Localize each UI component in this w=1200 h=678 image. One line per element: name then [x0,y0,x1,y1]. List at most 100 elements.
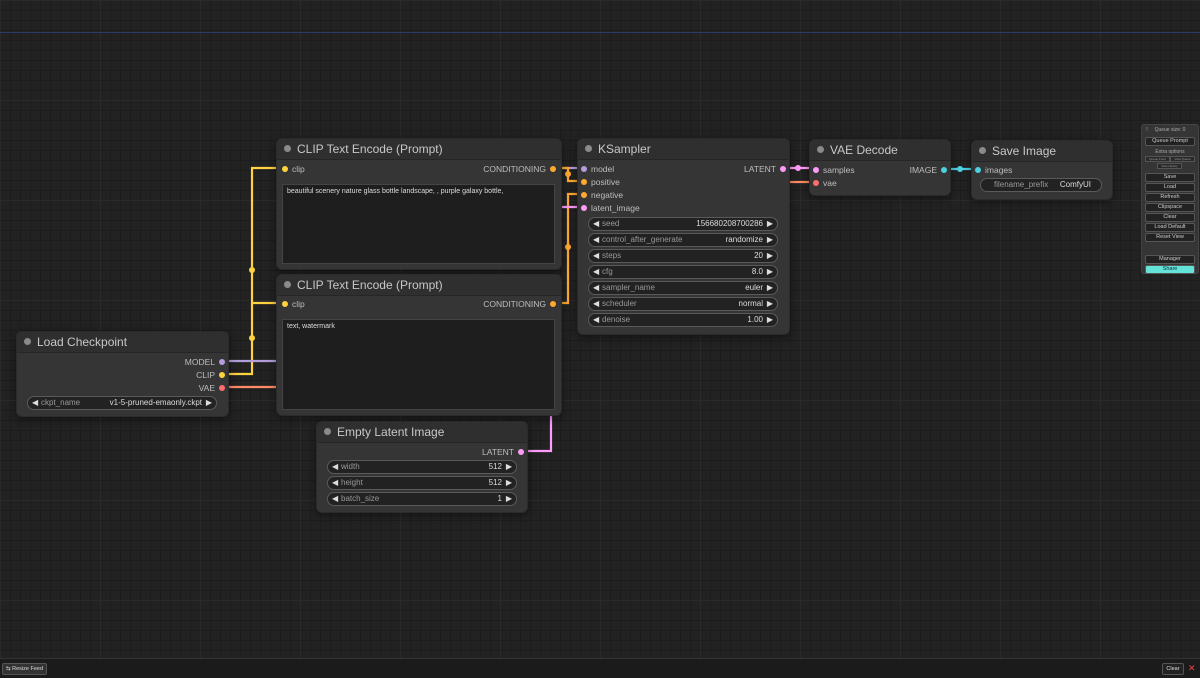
output-slot-vae[interactable]: VAE [199,382,225,394]
clear-feed-button[interactable]: Clear [1162,663,1184,675]
decrement-arrow-icon[interactable]: ◀ [32,398,39,407]
node-title[interactable]: Empty Latent Image [317,422,527,443]
decrement-arrow-icon[interactable]: ◀ [593,235,600,244]
extra-options-checkbox[interactable]: Extra options [1155,149,1185,155]
save-button[interactable]: Save [1145,173,1195,182]
clear-button[interactable]: Clear [1145,213,1195,222]
slot-dot-icon[interactable] [550,166,556,172]
output-slot-clip[interactable]: CLIP [196,369,225,381]
node-title[interactable]: CLIP Text Encode (Prompt) [277,139,561,160]
refresh-button[interactable]: Refresh [1145,193,1195,202]
input-slot-clip[interactable]: clip [282,163,305,175]
vae-decode-node[interactable]: VAE Decode samples vae IMAGE [809,139,951,196]
increment-arrow-icon[interactable]: ▶ [766,235,773,244]
collapse-dot-icon[interactable] [284,281,291,288]
slot-dot-icon[interactable] [219,385,225,391]
increment-arrow-icon[interactable]: ▶ [766,315,773,324]
slot-dot-icon[interactable] [219,359,225,365]
output-slot-model[interactable]: MODEL [185,356,225,368]
slot-dot-icon[interactable] [581,166,587,172]
output-slot-image[interactable]: IMAGE [910,164,947,176]
decrement-arrow-icon[interactable]: ◀ [332,462,339,471]
queue-menu[interactable]: ⠿ Queue size: 0 Queue Prompt Extra optio… [1141,124,1199,274]
node-title[interactable]: Load Checkpoint [17,332,228,353]
prompt-textarea[interactable]: beautiful scenery nature glass bottle la… [282,184,555,264]
increment-arrow-icon[interactable]: ▶ [766,267,773,276]
view-history-button[interactable]: View History [1157,163,1182,169]
slot-dot-icon[interactable] [581,179,587,185]
input-slot-vae[interactable]: vae [813,177,837,189]
input-slot-model[interactable]: model [581,163,614,175]
load-button[interactable]: Load [1145,183,1195,192]
slot-dot-icon[interactable] [282,166,288,172]
resize-feed-button[interactable]: ⇆ Resize Feed [2,663,48,675]
increment-arrow-icon[interactable]: ▶ [505,462,512,471]
decrement-arrow-icon[interactable]: ◀ [593,315,600,324]
decrement-arrow-icon[interactable]: ◀ [593,283,600,292]
output-slot-latent[interactable]: LATENT [482,446,524,458]
increment-arrow-icon[interactable]: ▶ [505,494,512,503]
queue-prompt-button[interactable]: Queue Prompt [1145,137,1195,146]
prompt-textarea[interactable]: text, watermark [282,319,555,410]
view-queue-button[interactable]: View Queue [1170,156,1195,162]
increment-arrow-icon[interactable]: ▶ [505,478,512,487]
ksampler-node[interactable]: KSampler model positive negative latent_… [577,138,790,335]
increment-arrow-icon[interactable]: ▶ [205,398,212,407]
output-slot-conditioning[interactable]: CONDITIONING [483,163,556,175]
slot-dot-icon[interactable] [550,301,556,307]
decrement-arrow-icon[interactable]: ◀ [332,478,339,487]
queue-front-button[interactable]: Queue Front [1145,156,1170,162]
input-slot-samples[interactable]: samples [813,164,855,176]
input-slot-positive[interactable]: positive [581,176,620,188]
collapse-dot-icon[interactable] [324,428,331,435]
node-title[interactable]: CLIP Text Encode (Prompt) [277,275,561,296]
increment-arrow-icon[interactable]: ▶ [766,283,773,292]
collapse-dot-icon[interactable] [585,145,592,152]
collapse-dot-icon[interactable] [284,145,291,152]
clipspace-button[interactable]: Clipspace [1145,203,1195,212]
input-slot-clip[interactable]: clip [282,298,305,310]
node-title[interactable]: KSampler [578,139,789,160]
input-slot-images[interactable]: images [975,164,1012,176]
slot-dot-icon[interactable] [581,205,587,211]
collapse-dot-icon[interactable] [24,338,31,345]
clip-text-encode-node-negative[interactable]: CLIP Text Encode (Prompt) clip CONDITION… [276,274,562,416]
reset-view-button[interactable]: Reset View [1145,233,1195,242]
clip-text-encode-node-positive[interactable]: CLIP Text Encode (Prompt) clip CONDITION… [276,138,562,270]
slot-dot-icon[interactable] [581,192,587,198]
increment-arrow-icon[interactable]: ▶ [766,299,773,308]
manager-button[interactable]: Manager [1145,255,1195,264]
collapse-dot-icon[interactable] [979,147,986,154]
input-slot-latent-image[interactable]: latent_image [581,202,640,214]
output-slot-conditioning[interactable]: CONDITIONING [483,298,556,310]
slot-dot-icon[interactable] [518,449,524,455]
slot-dot-icon[interactable] [941,167,947,173]
close-icon[interactable]: ✕ [1188,663,1196,673]
decrement-arrow-icon[interactable]: ◀ [593,299,600,308]
decrement-arrow-icon[interactable]: ◀ [593,219,600,228]
slot-dot-icon[interactable] [219,372,225,378]
decrement-arrow-icon[interactable]: ◀ [593,251,600,260]
increment-arrow-icon[interactable]: ▶ [766,219,773,228]
load-default-button[interactable]: Load Default [1145,223,1195,232]
slot-dot-icon[interactable] [813,180,819,186]
increment-arrow-icon[interactable]: ▶ [766,251,773,260]
load-checkpoint-node[interactable]: Load Checkpoint MODEL CLIP VAE ◀ckpt_nam… [16,331,229,417]
collapse-dot-icon[interactable] [817,146,824,153]
slot-dot-icon[interactable] [282,301,288,307]
slot-dot-icon[interactable] [975,167,981,173]
output-slot-latent[interactable]: LATENT [744,163,786,175]
share-button[interactable]: Share [1145,265,1195,274]
